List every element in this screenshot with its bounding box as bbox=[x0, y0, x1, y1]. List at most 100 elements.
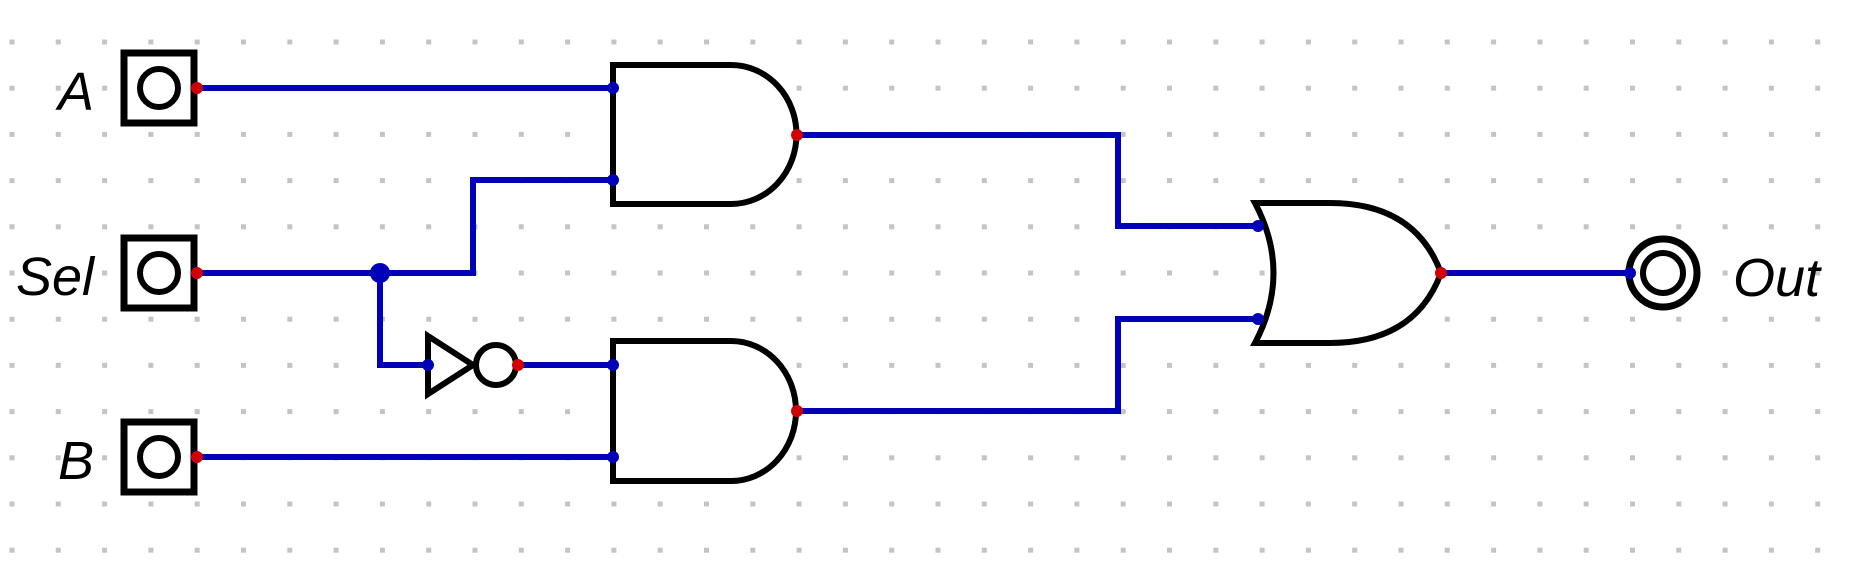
and-gate-bottom[interactable] bbox=[610, 338, 799, 484]
grid-dot bbox=[1120, 547, 1126, 553]
and-gate-top[interactable] bbox=[610, 62, 800, 207]
grid-dot bbox=[1630, 316, 1635, 322]
grid-dot bbox=[1305, 362, 1311, 368]
wire-sel-to-not[interactable] bbox=[377, 273, 428, 368]
grid-dot bbox=[1491, 178, 1497, 184]
grid-dot bbox=[1768, 178, 1774, 184]
grid-dot bbox=[1074, 455, 1080, 461]
grid-dot bbox=[796, 362, 802, 368]
grid-dot bbox=[1491, 39, 1497, 45]
or-gate[interactable] bbox=[1250, 200, 1445, 346]
grid-dot bbox=[1630, 501, 1635, 507]
grid-dot bbox=[1028, 316, 1034, 322]
grid-dot bbox=[472, 547, 478, 553]
pin-box bbox=[120, 418, 198, 496]
grid-dot bbox=[981, 270, 987, 276]
grid-dot bbox=[287, 131, 293, 137]
grid-dot bbox=[518, 547, 524, 553]
grid-dot bbox=[1028, 224, 1034, 230]
grid-dot bbox=[1074, 547, 1080, 553]
grid-dot bbox=[1028, 501, 1034, 507]
grid-dot bbox=[981, 362, 987, 368]
output-label: Out bbox=[1733, 248, 1822, 308]
grid-dot bbox=[1630, 85, 1635, 91]
grid-dot bbox=[287, 39, 293, 45]
grid-dot bbox=[657, 316, 663, 322]
grid-dot bbox=[1167, 455, 1172, 461]
wire-junction bbox=[370, 263, 390, 283]
grid-dot bbox=[750, 316, 756, 322]
grid-dot bbox=[194, 316, 200, 322]
grid-dot bbox=[1491, 85, 1497, 91]
grid-dot bbox=[750, 270, 756, 276]
grid-dot bbox=[1583, 85, 1589, 91]
grid-dot bbox=[148, 362, 154, 368]
output-pin-out[interactable]: Out bbox=[1625, 235, 1822, 311]
grid-dot bbox=[1722, 270, 1728, 276]
grid-dot bbox=[1630, 547, 1635, 553]
grid-dot bbox=[1676, 547, 1682, 553]
grid-dot bbox=[796, 501, 802, 507]
grid-dot bbox=[1444, 547, 1450, 553]
grid-dot bbox=[241, 409, 246, 415]
grid-dot bbox=[611, 501, 617, 507]
wire-sel-to-and1[interactable] bbox=[195, 177, 613, 276]
grid-dot bbox=[9, 362, 15, 368]
grid-dot bbox=[796, 85, 802, 91]
grid-dot bbox=[565, 547, 571, 553]
grid-dot bbox=[565, 39, 571, 45]
wire-and2-to-or[interactable] bbox=[797, 316, 1258, 414]
grid-dot bbox=[1352, 409, 1358, 415]
grid-dot bbox=[1815, 270, 1821, 276]
grid-dot bbox=[1537, 39, 1543, 45]
grid-dot bbox=[1444, 39, 1450, 45]
grid-dot bbox=[472, 409, 478, 415]
grid-dot bbox=[518, 131, 524, 137]
grid-dot bbox=[935, 547, 941, 553]
input-pin-b[interactable]: B bbox=[58, 418, 198, 496]
grid-dot bbox=[1768, 547, 1774, 553]
grid-dot bbox=[1630, 224, 1635, 230]
grid-dot bbox=[472, 316, 478, 322]
grid-dot bbox=[889, 39, 895, 45]
grid-dot bbox=[1213, 547, 1219, 553]
grid-dot bbox=[1028, 178, 1034, 184]
grid-dot bbox=[611, 547, 617, 553]
grid-dot bbox=[796, 178, 802, 184]
pin-dot bbox=[191, 451, 203, 463]
grid-dot bbox=[102, 316, 108, 322]
input-pin-a[interactable]: A bbox=[55, 49, 198, 127]
grid-dot bbox=[1120, 131, 1126, 137]
grid-dot bbox=[55, 131, 61, 137]
grid-dot bbox=[9, 316, 15, 322]
grid-dot bbox=[333, 224, 339, 230]
grid-dot bbox=[9, 178, 15, 184]
grid-dot bbox=[1305, 547, 1311, 553]
grid-dot bbox=[1583, 547, 1589, 553]
pin-dot bbox=[1252, 220, 1264, 232]
grid-dot bbox=[102, 409, 108, 415]
grid-dot bbox=[1722, 547, 1728, 553]
grid-dot bbox=[750, 547, 756, 553]
grid-dot bbox=[1583, 316, 1589, 322]
grid-dot bbox=[55, 409, 61, 415]
grid-dot bbox=[241, 178, 246, 184]
grid-dot bbox=[1722, 501, 1728, 507]
grid-dot bbox=[333, 39, 339, 45]
grid-dot bbox=[657, 547, 663, 553]
grid-dot bbox=[55, 316, 61, 322]
grid-dot bbox=[1028, 362, 1034, 368]
grid-dot bbox=[750, 224, 756, 230]
grid-dot bbox=[1398, 131, 1404, 137]
grid-dot bbox=[9, 409, 15, 415]
grid-dot bbox=[1815, 362, 1821, 368]
grid-dot bbox=[1444, 455, 1450, 461]
grid-dot bbox=[1074, 178, 1080, 184]
grid-dot bbox=[55, 362, 61, 368]
grid-dot bbox=[1676, 501, 1682, 507]
wire-and1-to-or[interactable] bbox=[797, 132, 1258, 229]
grid-dot bbox=[333, 131, 339, 137]
not-gate[interactable] bbox=[425, 330, 519, 400]
grid-dot bbox=[518, 501, 524, 507]
